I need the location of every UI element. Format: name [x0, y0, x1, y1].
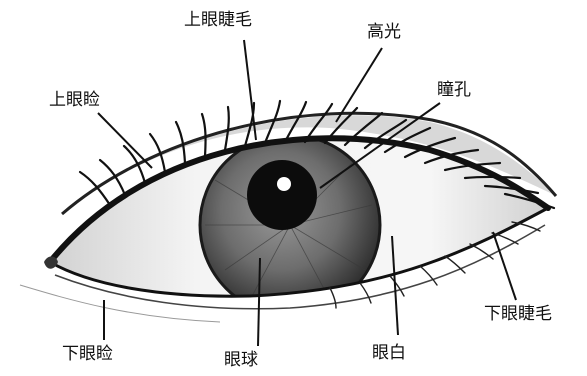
label-eyeball: 眼球: [224, 352, 258, 369]
leader-highlight: [336, 48, 382, 122]
label-pupil: 瞳孔: [437, 82, 471, 99]
label-upper-eyelash: 上眼睫毛: [184, 12, 252, 29]
label-highlight: 高光: [367, 24, 401, 41]
leader-upper-eyelid: [98, 113, 152, 168]
label-upper-eyelid: 上眼睑: [49, 92, 100, 109]
label-lower-eyelid: 下眼睑: [62, 346, 113, 363]
pupil: [247, 160, 317, 230]
label-lower-eyelash: 下眼睫毛: [484, 306, 552, 323]
leader-lower-eyelash: [493, 232, 516, 300]
highlight: [277, 177, 291, 191]
label-sclera: 眼白: [372, 345, 406, 362]
